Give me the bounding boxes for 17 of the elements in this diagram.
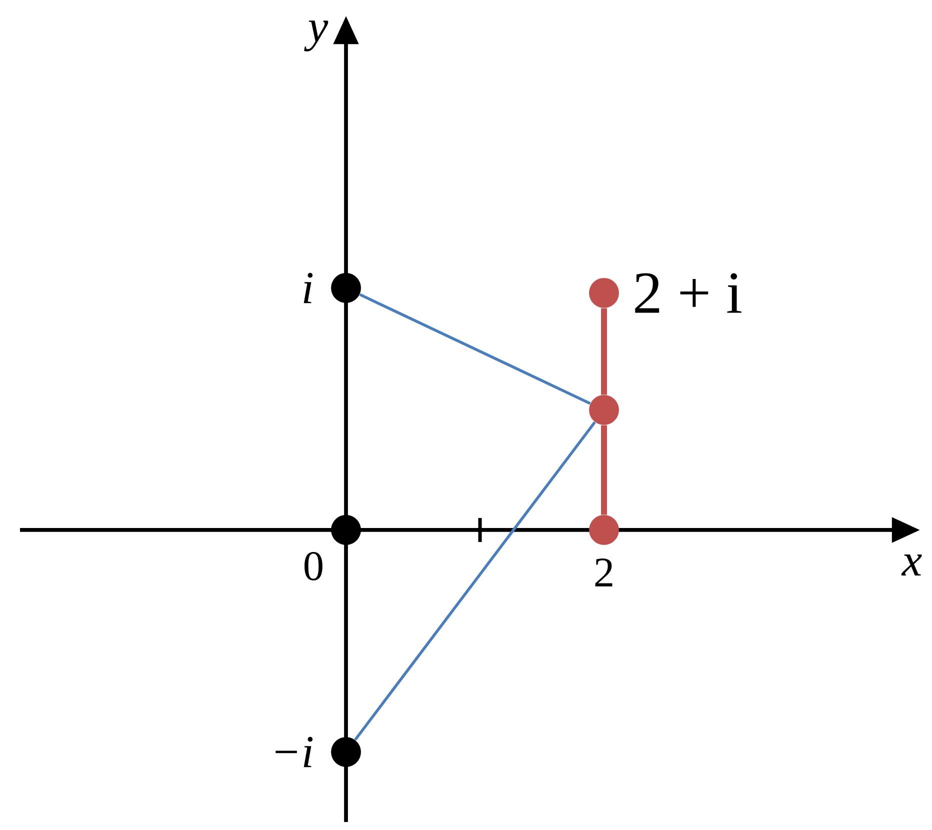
labeled-point: 2 + i (589, 273, 742, 313)
axis-label: x (901, 554, 922, 576)
labeled-point: 2 (589, 515, 619, 586)
labeled-point: i (304, 272, 361, 304)
line-segment (601, 308, 607, 395)
line-segment (359, 293, 591, 405)
node-label: 2 (595, 558, 612, 586)
labeled-point: 0 (304, 515, 361, 580)
labeled-point: −i (276, 736, 361, 768)
node-label: 0 (304, 552, 322, 580)
node-label: −i (276, 736, 313, 768)
line-segment (601, 425, 607, 515)
line-segment (354, 421, 596, 741)
node-label: 2 + i (635, 273, 742, 313)
axis-label: y (304, 20, 328, 52)
node-label: i (304, 272, 313, 304)
point (589, 395, 619, 425)
